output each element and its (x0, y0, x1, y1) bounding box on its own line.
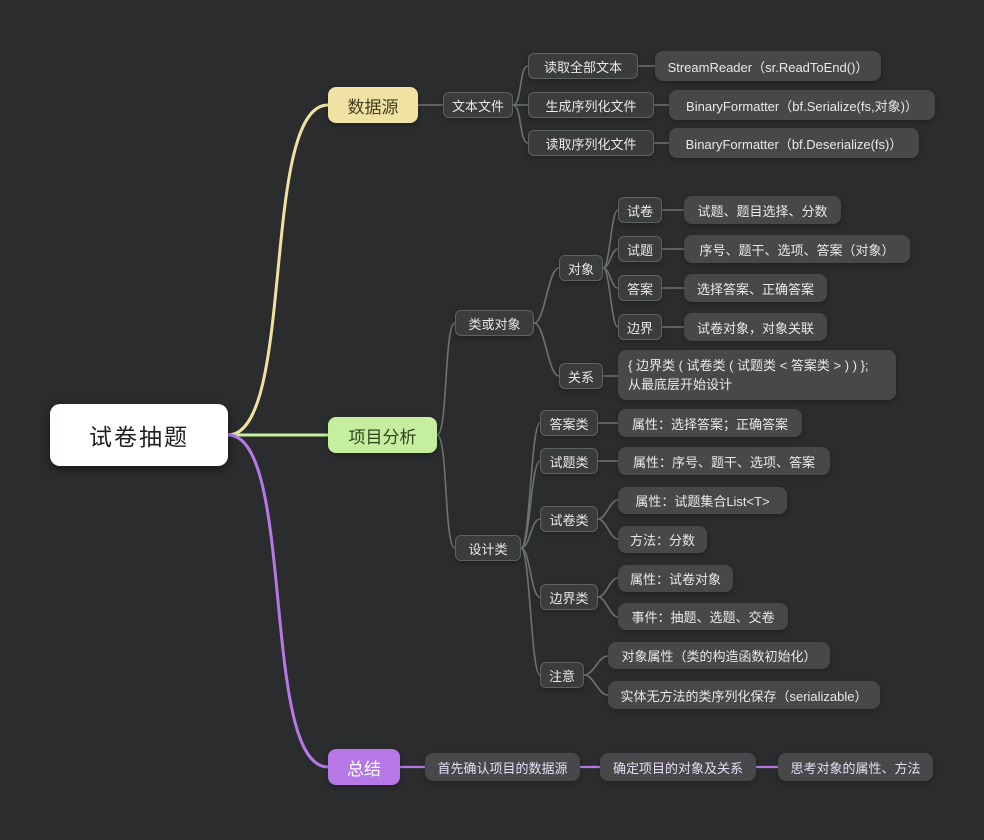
topic-paper[interactable]: 试卷 (618, 197, 662, 223)
edge-object-question (602, 248, 619, 269)
detail-binaryformatter-deserialize[interactable]: BinaryFormatter（bf.Deserialize(fs)） (669, 128, 919, 158)
topic-paper-class[interactable]: 试卷类 (540, 506, 598, 532)
detail-relation[interactable]: { 边界类 ( 试卷类 ( 试题类 < 答案类 > ) ) }; 从最底层开始设… (618, 350, 896, 400)
detail-note-constructor[interactable]: 对象属性（类的构造函数初始化） (608, 642, 830, 669)
detail-boundary-class-attr[interactable]: 属性：试卷对象 (618, 565, 733, 592)
step-think-attributes[interactable]: 思考对象的属性、方法 (778, 753, 933, 781)
detail-boundary[interactable]: 试卷对象，对象关联 (684, 313, 827, 341)
topic-boundary-class[interactable]: 边界类 (540, 584, 598, 610)
edge-note-1 (583, 655, 609, 676)
edge-group-main (226, 103, 330, 769)
detail-streamreader[interactable]: StreamReader（sr.ReadToEnd()） (655, 51, 881, 81)
branch-datasource[interactable]: 数据源 (328, 87, 418, 123)
branch-project-analysis[interactable]: 项目分析 (328, 417, 437, 453)
topic-design-class[interactable]: 设计类 (455, 535, 521, 561)
edge-root-datasource (226, 103, 330, 437)
edge-analysis-coo (436, 322, 456, 436)
detail-answer[interactable]: 选择答案、正确答案 (684, 274, 827, 302)
topic-read-serialized-file[interactable]: 读取序列化文件 (528, 130, 654, 156)
detail-note-serializable[interactable]: 实体无方法的类序列化保存（serializable） (608, 681, 880, 709)
edge-design-boundarycls (520, 547, 541, 598)
edge-coo-relation (533, 322, 560, 377)
topic-object[interactable]: 对象 (559, 255, 603, 281)
relation-line1: { 边界类 ( 试卷类 ( 试题类 < 答案类 > ) ) }; (628, 357, 869, 373)
detail-paper[interactable]: 试题、题目选择、分数 (684, 196, 841, 224)
edge-papercls-attr (597, 499, 619, 520)
detail-answer-class[interactable]: 属性：选择答案；正确答案 (618, 409, 802, 437)
edge-root-summary (226, 433, 330, 769)
topic-text-file[interactable]: 文本文件 (443, 92, 513, 118)
detail-binaryformatter-serialize[interactable]: BinaryFormatter（bf.Serialize(fs,对象)） (669, 90, 935, 120)
edge-design-answercls (520, 422, 541, 549)
edge-note-2 (583, 674, 609, 696)
edge-design-note (520, 547, 541, 676)
edge-file-readser (512, 104, 529, 144)
detail-paper-class-method[interactable]: 方法：分数 (618, 526, 707, 553)
topic-relation[interactable]: 关系 (559, 363, 603, 389)
edge-file-readall (512, 65, 529, 106)
edge-coo-object (533, 267, 560, 324)
detail-boundary-class-event[interactable]: 事件：抽题、选题、交卷 (618, 603, 788, 630)
edge-design-questioncls (520, 460, 541, 549)
detail-question-class[interactable]: 属性：序号、题干、选项、答案 (618, 447, 830, 475)
edge-boundarycls-event (597, 596, 619, 618)
relation-line2: 从最底层开始设计 (628, 377, 733, 392)
topic-answer-class[interactable]: 答案类 (540, 410, 598, 436)
topic-read-all-text[interactable]: 读取全部文本 (528, 53, 638, 79)
edge-analysis-design (436, 434, 456, 549)
topic-boundary[interactable]: 边界 (618, 314, 662, 340)
detail-paper-class-attr[interactable]: 属性：试题集合List<T> (618, 487, 787, 514)
topic-answer[interactable]: 答案 (618, 275, 662, 301)
topic-question-class[interactable]: 试题类 (540, 448, 598, 474)
step-confirm-datasource[interactable]: 首先确认项目的数据源 (425, 753, 580, 781)
edge-design-papercls (520, 518, 541, 549)
edge-object-answer (602, 267, 619, 289)
detail-question[interactable]: 序号、题干、选项、答案（对象） (684, 235, 910, 263)
topic-class-or-object[interactable]: 类或对象 (455, 310, 534, 336)
edge-object-paper (602, 209, 619, 269)
edge-papercls-method (597, 518, 619, 540)
edge-boundarycls-attr (597, 577, 619, 598)
edge-object-boundary (602, 267, 619, 328)
topic-generate-serialized-file[interactable]: 生成序列化文件 (528, 92, 654, 118)
root-topic[interactable]: 试卷抽题 (50, 404, 228, 466)
step-define-objects[interactable]: 确定项目的对象及关系 (600, 753, 756, 781)
branch-summary[interactable]: 总结 (328, 749, 400, 785)
topic-note[interactable]: 注意 (540, 662, 584, 688)
topic-question[interactable]: 试题 (618, 236, 662, 262)
